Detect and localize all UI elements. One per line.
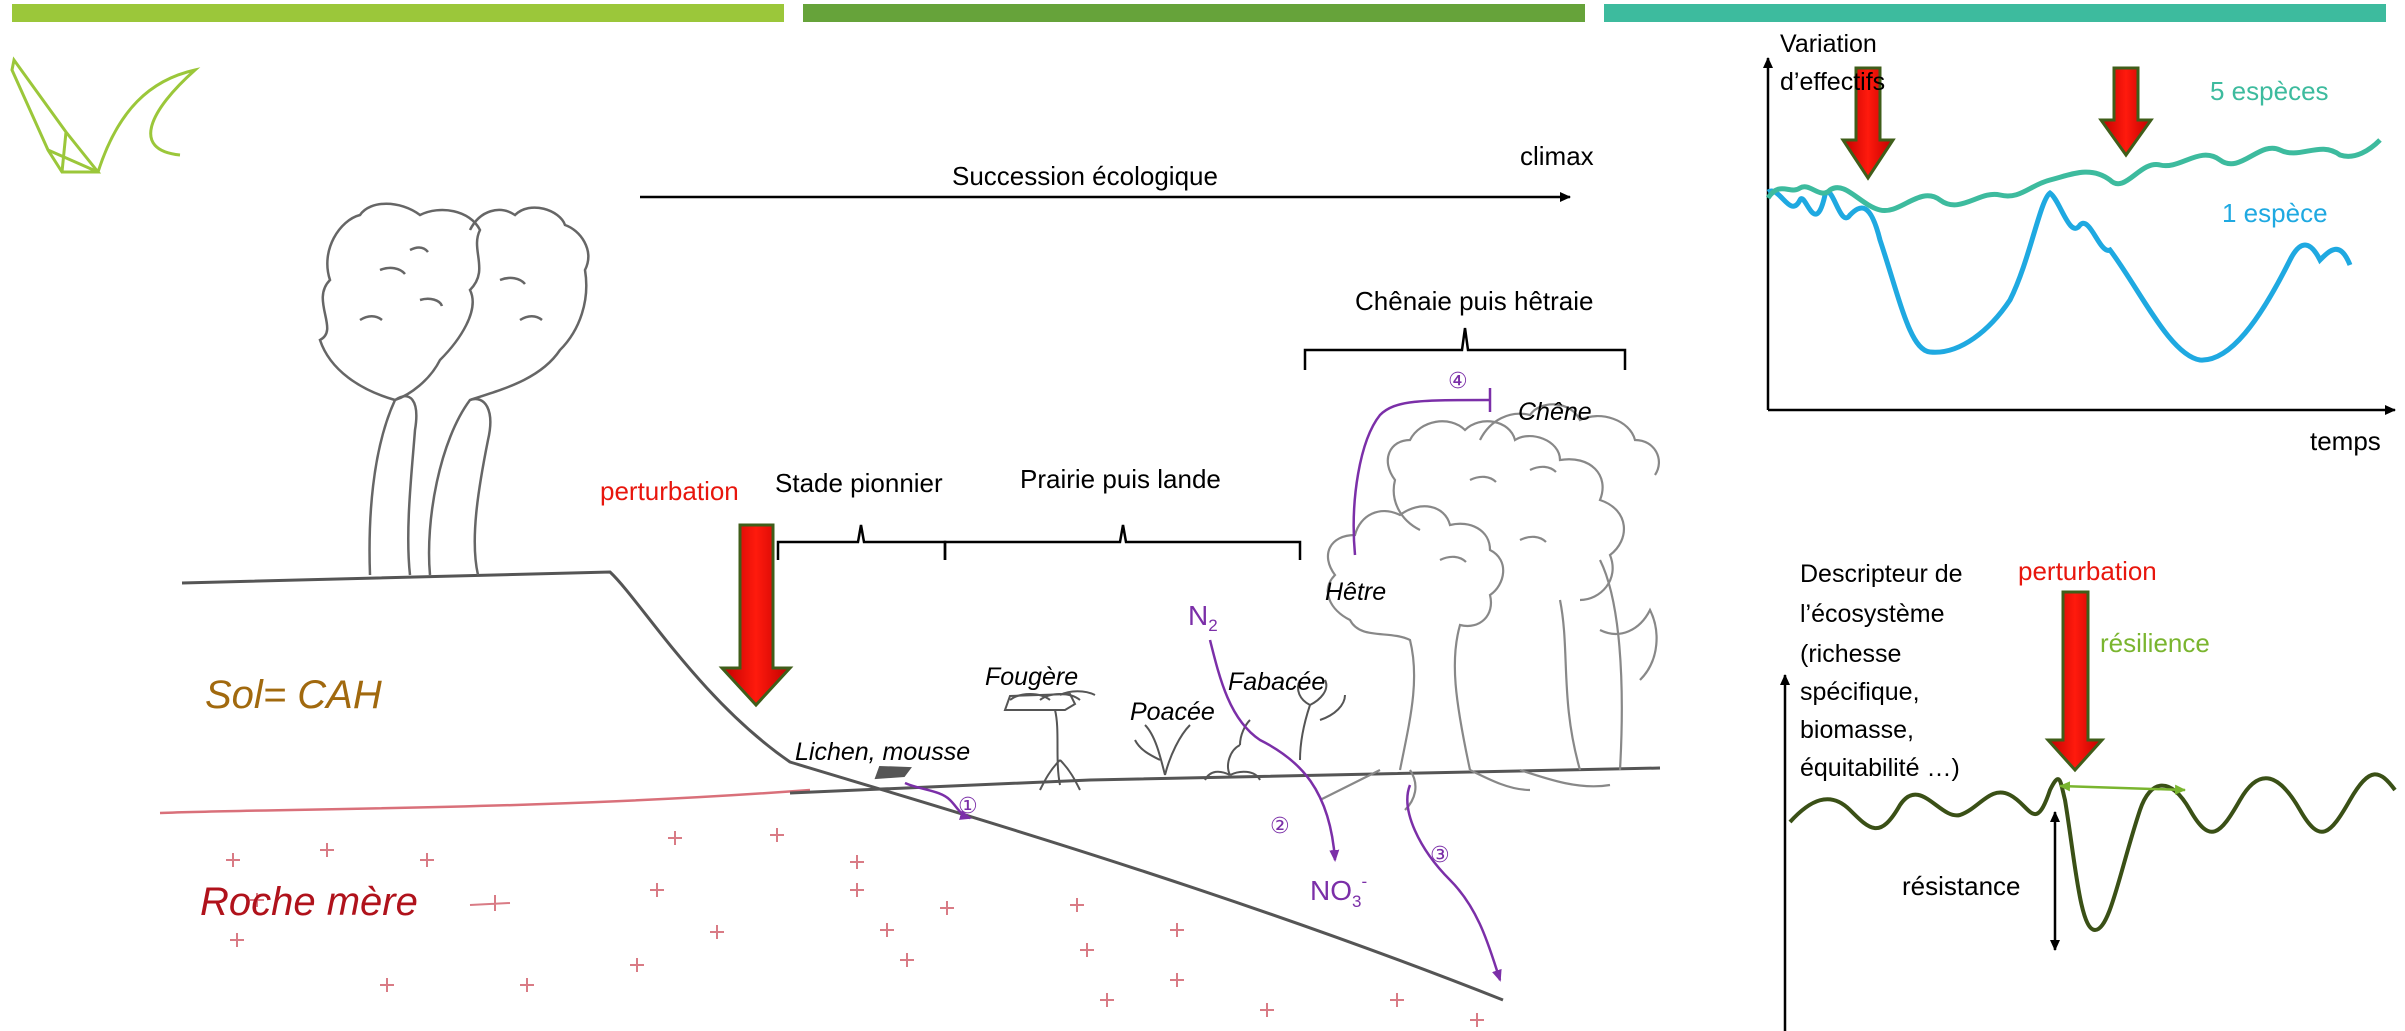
- species-fougere: Fougère: [985, 663, 1078, 691]
- svg-text:biomasse,: biomasse,: [1800, 716, 1914, 744]
- graph-top-ylabel-1: Variation: [1780, 30, 1877, 58]
- step-3: ③: [1430, 842, 1450, 867]
- svg-text:(richesse: (richesse: [1800, 640, 1901, 668]
- step-4: ④: [1448, 368, 1468, 393]
- no3-label: NO3-: [1310, 872, 1367, 911]
- perturbation-label-left: perturbation: [600, 476, 739, 506]
- perturbation-label-bottom: perturbation: [2018, 556, 2157, 586]
- species-hetre: Hêtre: [1325, 578, 1386, 606]
- ground-line: [182, 572, 1503, 1000]
- rock-label: Roche mère: [200, 880, 418, 924]
- perturbation-arrow-bottom: [2048, 592, 2102, 770]
- tree-sketch-left: [320, 204, 588, 575]
- rock-crosses: [226, 828, 1484, 1027]
- series-five-species-label: 5 espèces: [2210, 76, 2329, 106]
- svg-text:l’écosystème: l’écosystème: [1800, 600, 1945, 628]
- graph-top-xlabel: temps: [2310, 426, 2381, 456]
- resistance-label: résistance: [1902, 871, 2021, 901]
- forest-sketch: [1320, 404, 1659, 810]
- species-chene: Chêne: [1518, 398, 1592, 426]
- graph-top: [1768, 58, 2395, 410]
- climax-label: climax: [1520, 141, 1594, 171]
- pioneer-plants: [876, 680, 1345, 790]
- species-poacee: Poacée: [1130, 698, 1215, 726]
- chenaie-label: Chênaie puis hêtraie: [1355, 286, 1594, 316]
- succession-label: Succession écologique: [952, 161, 1218, 191]
- n2-label: N2: [1188, 600, 1218, 635]
- braces: [778, 328, 1625, 560]
- soil-label: Sol= CAH: [205, 673, 382, 717]
- species-lichen: Lichen, mousse: [795, 738, 970, 766]
- pencil-logo-icon: [12, 60, 195, 172]
- step-1: ①: [958, 793, 978, 818]
- perturbation-arrow-top-2: [2101, 68, 2151, 155]
- ecosystem-descriptor-line: [1790, 774, 2395, 930]
- pioneer-label: Stade pionnier: [775, 468, 943, 498]
- graph-top-ylabel-2: d’effectifs: [1780, 68, 1885, 96]
- species-fabacee: Fabacée: [1228, 668, 1325, 696]
- soil-horizon-line: [160, 790, 810, 813]
- graph-bottom-ylabel: Descripteur de l’écosystème (richesse sp…: [1800, 560, 1963, 782]
- svg-text:équitabilité …): équitabilité …): [1800, 754, 1960, 782]
- prairie-label: Prairie puis lande: [1020, 464, 1221, 494]
- svg-text:Descripteur de: Descripteur de: [1800, 560, 1963, 588]
- step-2: ②: [1270, 813, 1290, 838]
- svg-text:spécifique,: spécifique,: [1800, 678, 1920, 706]
- series-one-species-label: 1 espèce: [2222, 198, 2328, 228]
- perturbation-arrow-left: [722, 525, 790, 705]
- resilience-label: résilience: [2100, 628, 2210, 658]
